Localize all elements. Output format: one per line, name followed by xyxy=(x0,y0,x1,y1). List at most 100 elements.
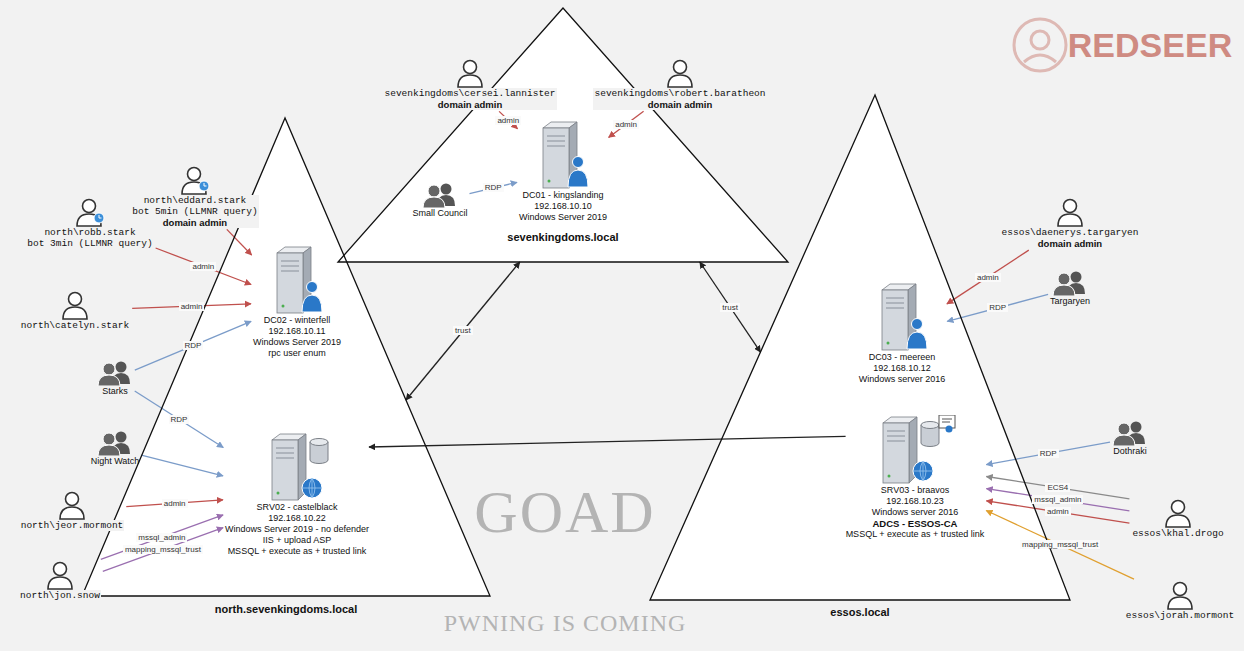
server-detail: Windows Server 2019 xyxy=(253,337,341,348)
edge-label: admin xyxy=(975,273,1001,282)
user-node: north\jeor.mormont xyxy=(20,490,125,531)
account-name: essos\khal.drogo xyxy=(1131,528,1224,539)
group-name: Targaryen xyxy=(1050,296,1090,307)
connector xyxy=(986,511,1134,580)
server-detail: 192.168.10.22 xyxy=(225,513,369,524)
server-detail: SRV02 - castelblack xyxy=(225,502,369,513)
user-icon xyxy=(45,560,75,590)
account-name: sevenkingdoms\cersei.lannister xyxy=(383,88,556,99)
group-icon xyxy=(1112,420,1148,446)
account-note: bot 3min (LLMNR query) xyxy=(26,238,153,249)
edge-label: admin xyxy=(613,120,639,129)
edge-label: admin xyxy=(495,116,521,125)
account-name: sevenkingdoms\robert.baratheon xyxy=(593,88,766,99)
account-note: bot 5min (LLMNR query) xyxy=(131,206,258,217)
triangle-outline xyxy=(338,8,788,262)
server-detail: 192.168.10.11 xyxy=(253,326,341,337)
region-fill xyxy=(82,118,490,596)
user-icon xyxy=(455,58,485,88)
edge-label: mssql_admin xyxy=(136,533,187,542)
user-node: north\catelyn.stark xyxy=(20,290,130,331)
server-node: DC03 - meereen192.168.10.12Windows serve… xyxy=(859,282,946,385)
server-icon xyxy=(267,245,327,315)
server-detail: MSSQL + execute as + trusted link xyxy=(846,529,985,540)
user-node: north\eddard.starkbot 5min (LLMNR query)… xyxy=(131,165,258,228)
connector xyxy=(470,182,518,193)
edge-label: RDP xyxy=(987,303,1008,312)
connector xyxy=(103,528,223,572)
group-icon xyxy=(97,430,133,456)
edge-label: mssql_admin xyxy=(1032,495,1083,504)
server-detail: Windows server 2016 xyxy=(846,507,985,518)
connector xyxy=(947,294,1048,321)
user-icon xyxy=(1165,580,1195,610)
edge-label: RDP xyxy=(183,341,204,350)
connector xyxy=(369,436,846,447)
group-name: Dothraki xyxy=(1112,446,1148,457)
edge-label: ECS4 xyxy=(1045,483,1070,492)
edge-label: admin xyxy=(162,499,188,508)
server-detail: SRV03 - braavos xyxy=(846,485,985,496)
user-icon xyxy=(1163,498,1193,528)
server-detail: 192.168.10.23 xyxy=(846,496,985,507)
user-node: essos\daenerys.targaryendomain admin xyxy=(1001,197,1140,249)
user-icon xyxy=(665,58,695,88)
domain-region: essos.local DC03 - meereen192.168.10.12Wi… xyxy=(650,95,1070,625)
connector xyxy=(700,262,761,352)
group-node: Dothraki xyxy=(1112,420,1148,457)
user-node: essos\khal.drogo xyxy=(1131,498,1224,539)
user-icon xyxy=(1055,197,1085,227)
connector xyxy=(141,455,223,476)
logo xyxy=(1014,19,1066,71)
server-detail: DC01 - kingslanding xyxy=(519,190,607,201)
edge-label: RDP xyxy=(483,183,504,192)
connector xyxy=(156,248,252,285)
connector xyxy=(609,111,644,137)
domain-name: north.sevenkingdoms.local xyxy=(82,602,490,616)
region-fill xyxy=(650,95,1070,600)
server-icon xyxy=(262,432,332,502)
server-detail: MSSQL + execute as + trusted link xyxy=(225,546,369,557)
server-detail: Windows Server 2019 xyxy=(519,212,607,223)
server-node: SRV03 - braavos192.168.10.23Windows serv… xyxy=(846,415,985,540)
edge-label: trust xyxy=(720,303,740,312)
account-name: north\jeor.mormont xyxy=(20,520,125,531)
group-name: Night Watch xyxy=(91,456,140,467)
edge-label: admin xyxy=(1045,507,1071,516)
user-node: sevenkingdoms\robert.baratheondomain adm… xyxy=(593,58,766,110)
user-icon xyxy=(179,165,211,195)
edge-label: RDP xyxy=(169,415,190,424)
domain-region: sevenkingdoms.localDC01 - kingslanding19… xyxy=(338,8,788,262)
account-name: essos\jorah.mormont xyxy=(1125,610,1235,621)
group-node: Small Council xyxy=(412,182,467,219)
account-note: domain admin xyxy=(1001,238,1140,249)
server-node: DC01 - kingslanding192.168.10.10Windows … xyxy=(519,120,607,223)
user-icon xyxy=(60,290,90,320)
account-name: north\jon.snow xyxy=(19,590,101,601)
server-detail: Windows Server 2019 - no defender xyxy=(225,524,369,535)
group-node: Starks xyxy=(97,360,133,397)
connector xyxy=(227,229,252,255)
connector xyxy=(986,442,1110,465)
server-node: DC02 - winterfell192.168.10.11Windows Se… xyxy=(253,245,341,359)
server-detail: IIS + upload ASP xyxy=(225,535,369,546)
domain-name: essos.local xyxy=(650,605,1070,619)
connector xyxy=(406,262,520,400)
triangle-outline xyxy=(82,118,490,596)
server-detail: DC03 - meereen xyxy=(859,352,946,363)
triangle-outline xyxy=(650,95,1070,600)
group-name: Starks xyxy=(97,386,133,397)
server-icon xyxy=(873,415,957,485)
connector xyxy=(947,250,1029,304)
user-node: essos\jorah.mormont xyxy=(1125,580,1235,621)
group-icon xyxy=(1052,270,1088,296)
user-node: north\jon.snow xyxy=(19,560,101,601)
group-name: Small Council xyxy=(412,208,467,219)
edge-label: trust xyxy=(453,326,473,335)
server-detail: ADCS - ESSOS-CA xyxy=(846,518,985,529)
user-icon xyxy=(57,490,87,520)
edge-label: admin xyxy=(190,262,216,271)
edge-label: mapping_mssql_trust xyxy=(1020,540,1100,549)
server-icon xyxy=(872,282,932,352)
